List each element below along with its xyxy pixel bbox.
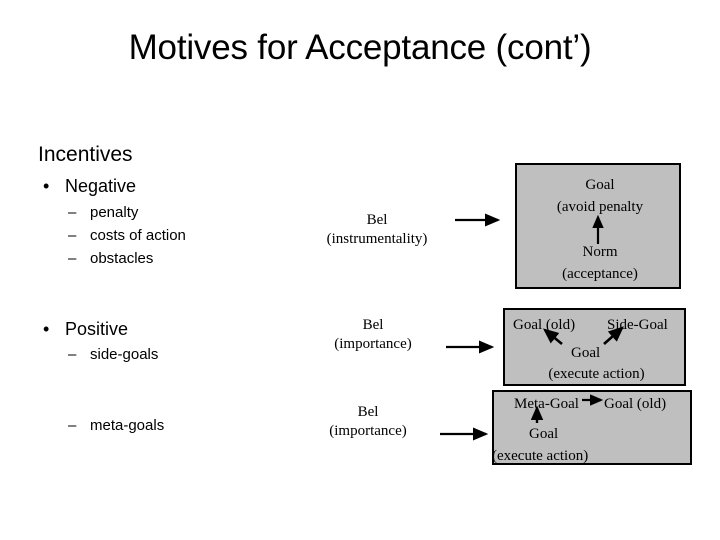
box1-line-norm: Norm: [582, 244, 618, 260]
dash-marker-icon: –: [68, 204, 77, 221]
outline-subitem-side-goals: –side-goals: [68, 345, 158, 365]
box3-line-meta-goal: Meta-Goal: [514, 396, 579, 412]
belief-label-importance-2: Bel (importance): [292, 403, 444, 441]
outline-bullet-positive: • Positive: [43, 318, 128, 340]
outline-subitem-label: meta-goals: [90, 417, 165, 434]
box2-line-goal-old: Goal (old): [513, 317, 576, 333]
meta-goal-box: Meta-Goal Goal (old) Goal (execute actio…: [492, 390, 692, 465]
outline-label-negative: Negative: [65, 176, 137, 196]
box3-line-goal: Goal: [529, 426, 559, 442]
belief-label-importance-1: Bel (importance): [297, 316, 449, 354]
box2-line-goal: Goal: [571, 345, 601, 361]
box3-line-execute-action: (execute action): [492, 448, 589, 464]
goal-avoid-penalty-box: Goal (avoid penalty Norm (acceptance): [515, 163, 681, 289]
outline-heading: Incentives: [38, 143, 133, 166]
belief-label-instrumentality: Bel (instrumentality): [297, 211, 457, 249]
outline-subitem-label: penalty: [90, 204, 139, 221]
outline-subitem-label: costs of action: [90, 227, 186, 244]
dash-marker-icon: –: [68, 417, 77, 434]
outline-subitem-penalty: –penalty: [68, 203, 138, 223]
box2-line-side-goal: Side-Goal: [607, 317, 668, 333]
dash-marker-icon: –: [68, 346, 77, 363]
box2-line-execute-action: (execute action): [548, 366, 645, 382]
outline-bullet-negative: • Negative: [43, 175, 136, 197]
belief-line-2: (importance): [334, 336, 412, 352]
belief-line-2: (importance): [329, 423, 407, 439]
outline-subitem-label: obstacles: [90, 250, 154, 267]
bullet-dot-icon: •: [43, 319, 50, 339]
box1-line-goal: Goal: [585, 177, 615, 193]
bullet-dot-icon: •: [43, 176, 50, 196]
dash-marker-icon: –: [68, 250, 77, 267]
outline-subitem-meta-goals: –meta-goals: [68, 416, 164, 436]
page-title: Motives for Acceptance (cont’): [128, 28, 592, 67]
box1-line-avoid-penalty: (avoid penalty: [556, 199, 644, 215]
belief-line-1: Bel: [357, 404, 379, 420]
box3-line-goal-old: Goal (old): [604, 396, 667, 412]
outline-label-positive: Positive: [65, 319, 129, 339]
outline-subitem-costs-of-action: –costs of action: [68, 226, 186, 246]
belief-line-2: (instrumentality): [326, 231, 428, 247]
outline-subitem-label: side-goals: [90, 346, 159, 363]
box1-line-acceptance: (acceptance): [562, 266, 638, 282]
side-goal-box: Goal (old) Side-Goal Goal (execute actio…: [503, 308, 686, 386]
belief-line-1: Bel: [362, 317, 384, 333]
belief-line-1: Bel: [366, 212, 388, 228]
outline-subitem-obstacles: –obstacles: [68, 249, 153, 269]
dash-marker-icon: –: [68, 227, 77, 244]
